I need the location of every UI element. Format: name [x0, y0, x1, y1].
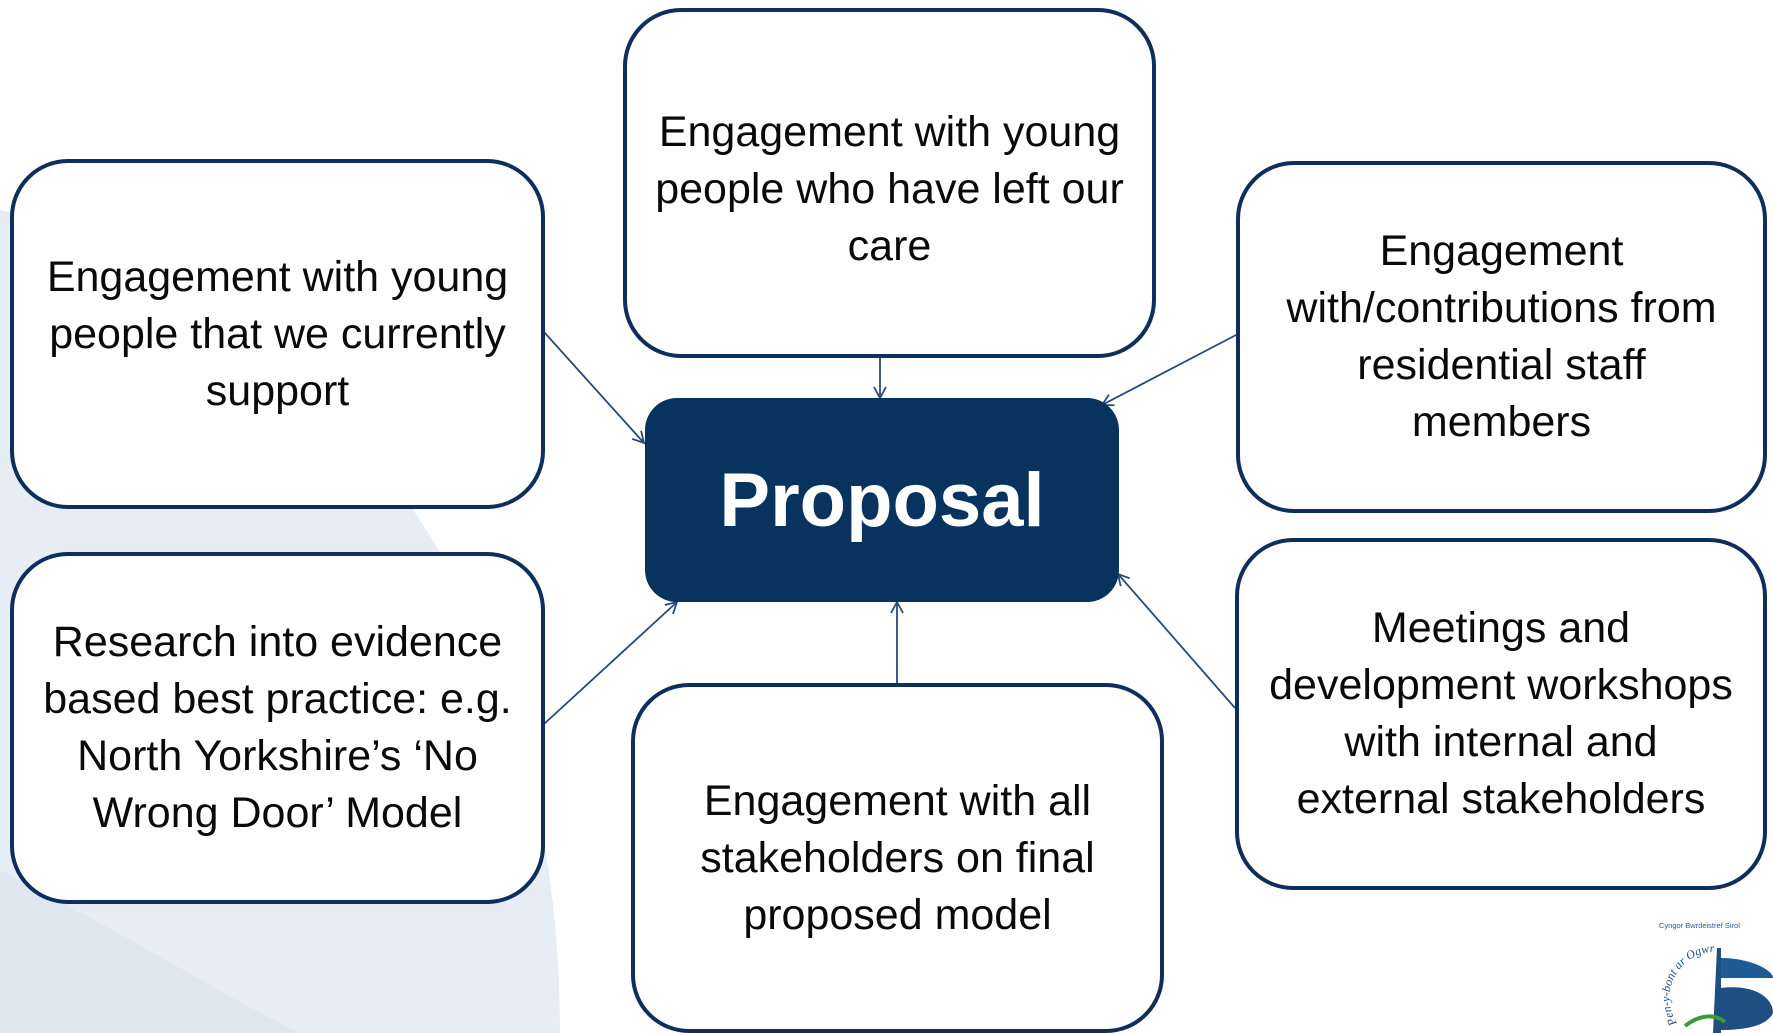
- node-research-best-practice: Research into evidence based best practi…: [10, 552, 545, 904]
- node-meetings-workshops: Meetings and development workshops with …: [1235, 538, 1767, 890]
- proposal-center-node: Proposal: [645, 398, 1119, 602]
- node-label: Engagement with all stakeholders on fina…: [700, 776, 1095, 939]
- node-label: Engagement with young people that we cur…: [46, 252, 509, 415]
- logo-top-text: Cyngor Bwrdeistref Sirol: [1659, 921, 1740, 930]
- arrow-workshops-to-proposal: [1116, 572, 1236, 709]
- node-residential-staff: Engagement with/contributions from resid…: [1236, 161, 1767, 513]
- arrow-staff-to-proposal: [1100, 334, 1237, 407]
- arrow-current-to-proposal: [543, 331, 646, 445]
- proposal-label: Proposal: [719, 457, 1045, 543]
- council-logo: Cyngor Bwrdeistref Sirol Pen-y-bont ar O…: [1658, 921, 1773, 1033]
- node-young-people-current: Engagement with young people that we cur…: [10, 159, 545, 509]
- node-label: Research into evidence based best practi…: [43, 618, 512, 837]
- node-label: Engagement with/contributions from resid…: [1286, 227, 1717, 446]
- arrow-research-to-proposal: [543, 600, 679, 725]
- node-all-stakeholders: Engagement with all stakeholders on fina…: [631, 683, 1164, 1033]
- node-label: Engagement with young people who have le…: [655, 108, 1124, 270]
- node-label: Meetings and development workshops with …: [1269, 604, 1733, 823]
- node-young-people-left-care: Engagement with young people who have le…: [623, 8, 1156, 358]
